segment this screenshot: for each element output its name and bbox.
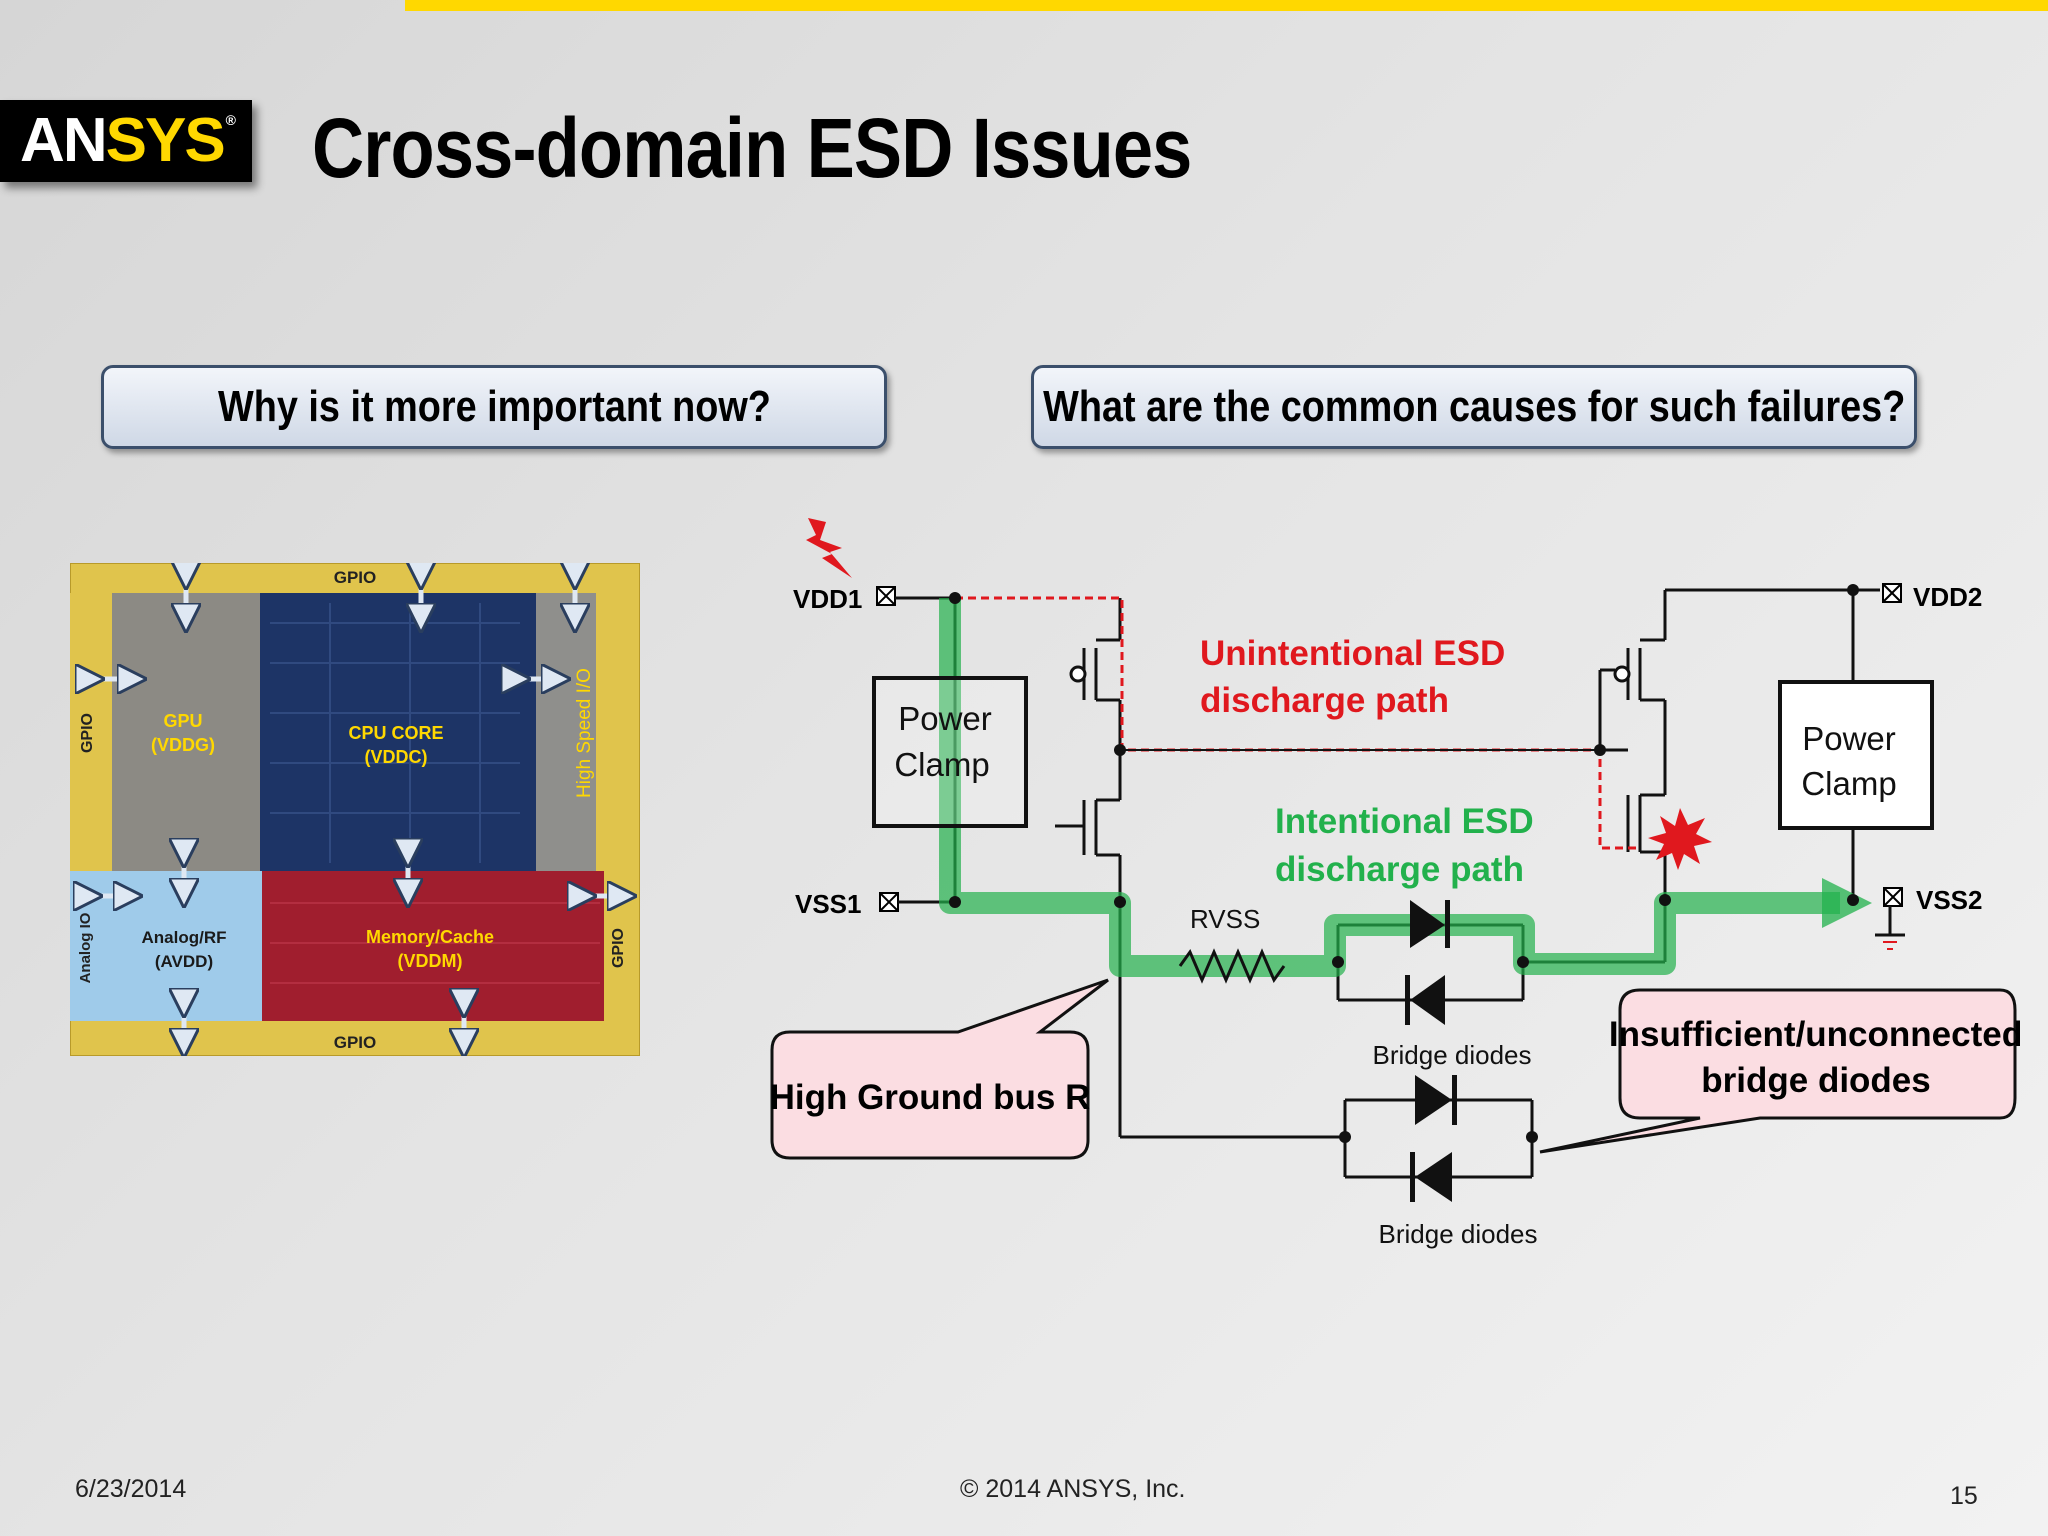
intentional-path xyxy=(939,598,1840,977)
question-box-causes: What are the common causes for such fail… xyxy=(1031,365,1917,449)
chip-gpio-top: GPIO xyxy=(334,568,377,587)
bridge-diodes-label-1: Bridge diodes xyxy=(1373,1040,1532,1070)
chip-gpu-label: GPU xyxy=(163,711,202,731)
chip-analog-io: Analog IO xyxy=(77,912,94,983)
chip-analog-domain: (AVDD) xyxy=(155,952,213,971)
unintentional-path xyxy=(955,596,1640,850)
chip-gpio-left: GPIO xyxy=(79,713,96,753)
chip-cpu-domain: (VDDC) xyxy=(365,747,428,767)
vss2-label: VSS2 xyxy=(1916,885,1983,915)
question-box-why: Why is it more important now? xyxy=(101,365,887,449)
page-number: 15 xyxy=(1950,1482,1978,1510)
memory-block xyxy=(262,871,604,1021)
power-clamp-1 xyxy=(872,676,1028,828)
power-clamp-1-line2: Clamp xyxy=(894,746,989,783)
logo-reg: ® xyxy=(225,112,236,128)
esd-circuit-schematic: VDD1 VSS1 VDD2 VSS2 xyxy=(770,518,2020,1249)
question-why-text: Why is it more important now? xyxy=(217,382,771,431)
io-arrows xyxy=(88,575,622,1043)
footer-copyright: © 2014 ANSYS, Inc. xyxy=(960,1475,1186,1503)
rvss-label: RVSS xyxy=(1190,904,1260,934)
callout-bridge-diodes-text-2: bridge diodes xyxy=(1701,1061,1930,1100)
callout-bridge-diodes-text-1: Insufficient/unconnected xyxy=(1609,1015,2020,1054)
vdd1-label: VDD1 xyxy=(793,584,862,614)
failure-burst-icon xyxy=(1648,808,1712,870)
high-speed-io-block xyxy=(536,593,596,871)
chip-cpu-label: CPU CORE xyxy=(348,723,443,743)
chip-memory-label: Memory/Cache xyxy=(366,927,494,947)
unintentional-label-2: discharge path xyxy=(1200,681,1449,720)
rvss-resistor xyxy=(1178,948,1286,984)
power-clamp-2-line2: Clamp xyxy=(1801,765,1896,802)
bridge-diodes-label-2: Bridge diodes xyxy=(1379,1219,1538,1249)
top-accent-bar xyxy=(405,0,2048,11)
power-clamp-1-line1: Power xyxy=(898,700,992,737)
logo-an: AN xyxy=(20,106,108,175)
cpu-block xyxy=(260,593,536,871)
intentional-label-1: Intentional ESD xyxy=(1275,802,1534,841)
pad-icons xyxy=(876,583,1903,912)
power-clamp-2 xyxy=(1778,680,1934,830)
vss1-label: VSS1 xyxy=(795,889,862,919)
chip-gpio-bottom: GPIO xyxy=(334,1033,377,1052)
power-clamp-2-line1: Power xyxy=(1802,720,1896,757)
chip-memory-domain: (VDDM) xyxy=(398,951,463,971)
unintentional-label-1: Unintentional ESD xyxy=(1200,634,1505,673)
vdd2-label: VDD2 xyxy=(1913,582,1982,612)
chip-gpio-right: GPIO xyxy=(610,928,627,968)
callout-bridge-diodes xyxy=(1539,988,2017,1154)
chip-analog-label: Analog/RF xyxy=(142,928,227,947)
callout-high-ground-r-text: High Ground bus R xyxy=(770,1078,1090,1117)
lightning-icon xyxy=(806,518,852,578)
logo-sys: SYS xyxy=(105,106,226,175)
bridge-diode-icons xyxy=(1405,900,1457,1202)
chip-gpu-domain: (VDDG) xyxy=(151,735,215,755)
callout-high-ground-r xyxy=(770,978,1109,1160)
intentional-label-2: discharge path xyxy=(1275,850,1524,889)
soc-floorplan: GPIO GPIO GPIO GPIO Analog IO High Speed… xyxy=(70,563,640,1056)
page-title: Cross-domain ESD Issues xyxy=(312,101,1192,195)
question-causes-text: What are the common causes for such fail… xyxy=(1042,382,1906,431)
footer-date: 6/23/2014 xyxy=(75,1475,187,1503)
chip-high-speed-io: High Speed I/O xyxy=(574,668,595,798)
ansys-logo: ANSYS® xyxy=(0,100,252,182)
